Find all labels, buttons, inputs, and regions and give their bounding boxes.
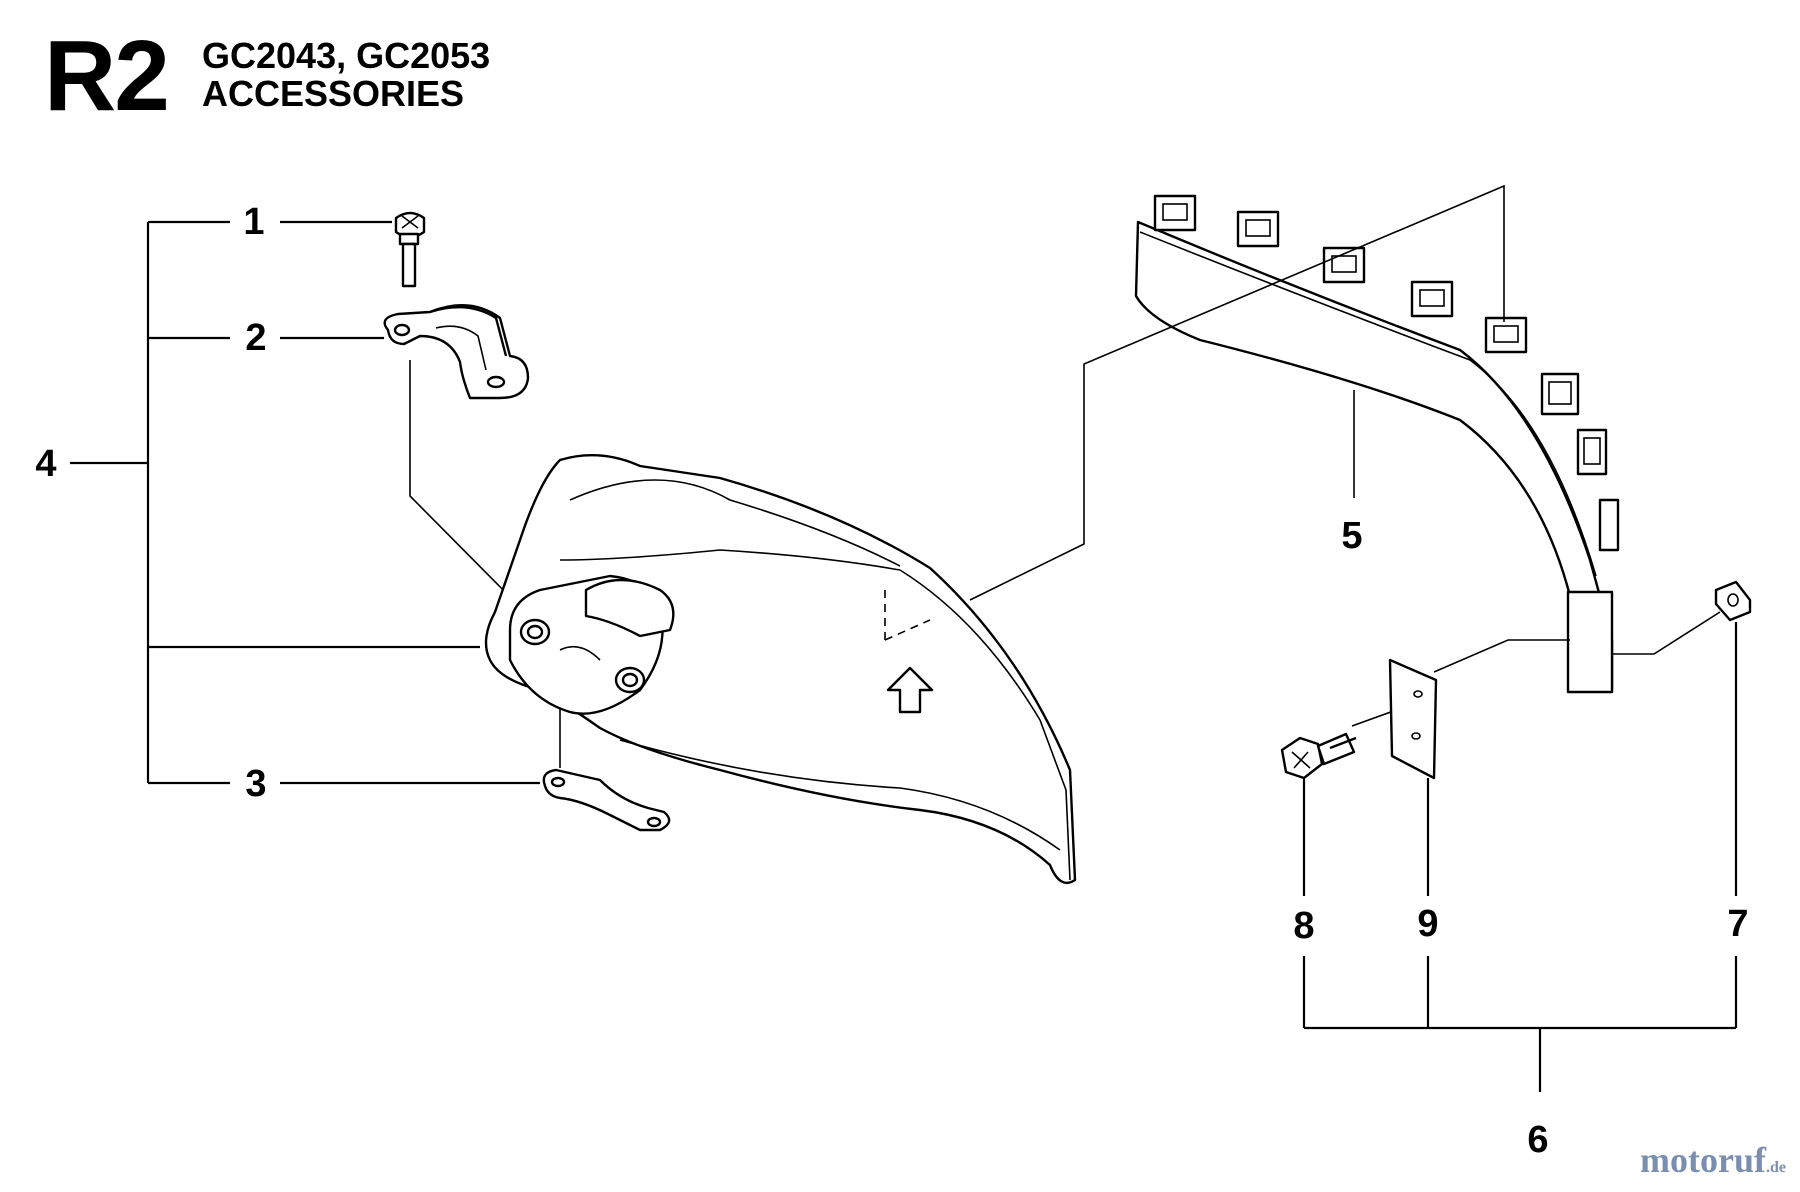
plate-part-3 (542, 768, 671, 832)
callout-7: 7 (1727, 903, 1749, 945)
callout-5: 5 (1341, 515, 1363, 557)
clamp-part-2 (383, 304, 530, 400)
bracket-group-6 (1302, 622, 1738, 1092)
screw-part-8 (1280, 732, 1357, 780)
section-title: ACCESSORIES (202, 73, 465, 114)
callout-9: 9 (1417, 903, 1439, 945)
bracket-group-4 (70, 220, 480, 785)
nut-part-7 (1714, 580, 1752, 622)
guard-extension-part-5 (1134, 194, 1620, 694)
plate-part-9 (1388, 658, 1438, 780)
leader-lines-right (969, 184, 1721, 727)
callout-2: 2 (245, 317, 267, 359)
callout-3: 3 (245, 763, 267, 805)
callout-6: 6 (1527, 1119, 1549, 1161)
trimmer-guard (484, 454, 1077, 885)
callout-1: 1 (243, 201, 265, 243)
leader-lines-left (280, 220, 561, 785)
model-numbers: GC2043, GC2053 (202, 35, 491, 76)
watermark-main: motoruf (1640, 1140, 1766, 1180)
callout-4: 4 (35, 443, 57, 485)
callout-8: 8 (1293, 905, 1315, 947)
section-code: R2 (44, 20, 170, 132)
bolt-part-1 (394, 211, 426, 288)
watermark-suffix: .de (1765, 1159, 1786, 1176)
site-watermark: motoruf.de (1640, 1140, 1786, 1188)
